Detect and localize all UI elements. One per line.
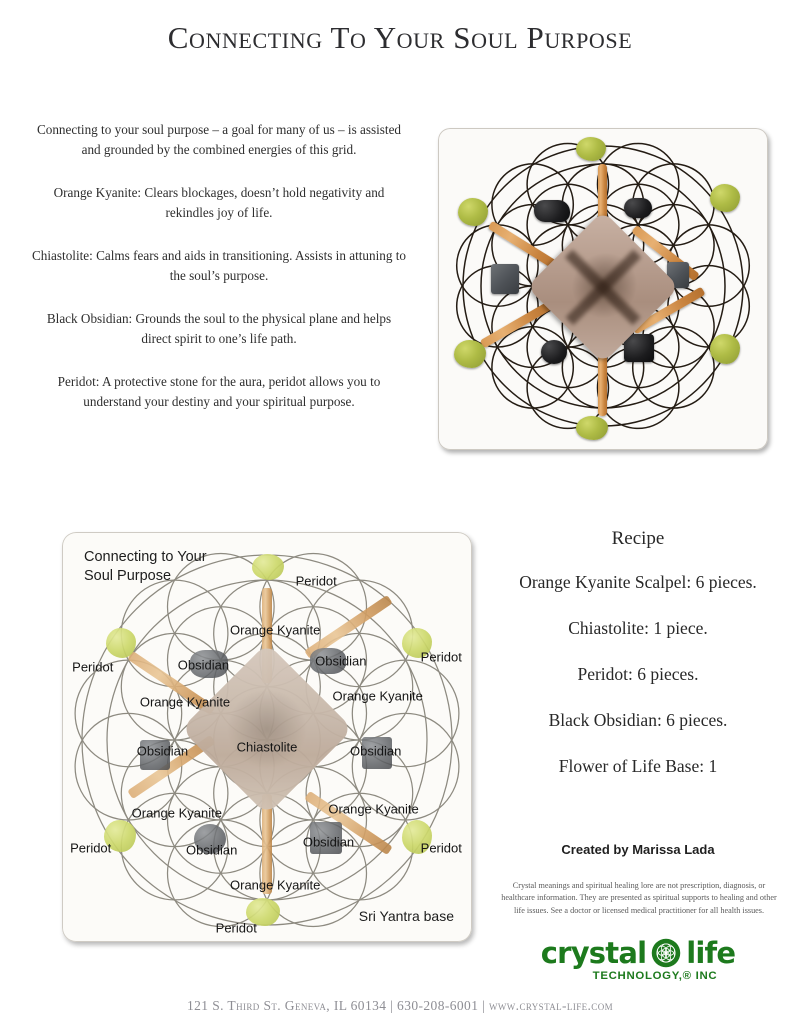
- diagram-label: Obsidian: [315, 653, 367, 669]
- black-obsidian-piece: [624, 334, 654, 362]
- peridot-piece: [458, 198, 488, 226]
- black-obsidian-piece: [194, 824, 226, 854]
- diagram-label: Peridot: [72, 659, 114, 675]
- peridot-piece: [246, 898, 280, 926]
- black-obsidian-piece: [534, 200, 570, 222]
- diagram-label: Obsidian: [302, 834, 355, 850]
- diagram-label: Orange Kyanite: [230, 622, 321, 638]
- legal-disclaimer: Crystal meanings and spiritual healing l…: [501, 881, 777, 915]
- intro-text-column: Connecting to your soul purpose – a goal…: [24, 120, 414, 413]
- footer-contact-line: 121 S. Third St. Geneva, IL 60134 | 630-…: [186, 998, 614, 1013]
- diagram-label: Orange Kyanite: [332, 688, 423, 704]
- black-obsidian-piece: [310, 648, 346, 674]
- diagram-tile: Connecting to Your Soul Purpose Sri Yant…: [62, 532, 472, 942]
- recipe-panel: Recipe Orange Kyanite Scalpel: 6 pieces.…: [488, 528, 788, 777]
- diagram-label: Peridot: [70, 840, 112, 856]
- peridot-piece: [402, 820, 432, 854]
- black-obsidian-piece: [491, 264, 519, 294]
- recipe-item-orange-kyanite: Orange Kyanite Scalpel: 6 pieces.: [519, 572, 757, 592]
- photo-tile: [438, 128, 768, 450]
- intro-paragraph-chiastolite: Chiastolite: Calms fears and aids in tra…: [32, 247, 406, 284]
- diagram-label: Orange Kyanite: [131, 805, 222, 821]
- page-title: Connecting To Your Soul Purpose: [167, 20, 633, 55]
- black-obsidian-piece: [362, 737, 392, 769]
- diagram-heading: Connecting to Your Soul Purpose: [84, 549, 207, 584]
- recipe-item-chiastolite: Chiastolite: 1 piece.: [568, 618, 708, 638]
- diagram-label: Obsidian: [349, 743, 402, 759]
- black-obsidian-piece: [541, 340, 567, 364]
- recipe-item-black-obsidian: Black Obsidian: 6 pieces.: [548, 710, 728, 730]
- labelled-grid-diagram: Connecting to Your Soul Purpose Sri Yant…: [58, 528, 483, 953]
- orange-kyanite-piece: [262, 794, 272, 894]
- black-obsidian-piece: [624, 198, 652, 218]
- diagram-label: Chiastolite: [236, 739, 298, 755]
- diagram-label: Obsidian: [136, 743, 189, 759]
- diagram-footnote: Sri Yantra base: [358, 908, 454, 924]
- diagram-label: Obsidian: [185, 842, 238, 858]
- intro-paragraph-peridot: Peridot: A protective stone for the aura…: [57, 373, 381, 410]
- black-obsidian-piece: [310, 822, 342, 854]
- intro-paragraph-black-obsidian: Black Obsidian: Grounds the soul to the …: [46, 310, 392, 347]
- peridot-piece: [710, 184, 740, 212]
- peridot-piece: [710, 334, 740, 364]
- peridot-piece: [576, 416, 608, 440]
- logo-wordmark-row: crystal life: [488, 938, 788, 968]
- logo-subtitle: TECHNOLOGY,® INC: [592, 970, 718, 982]
- diagram-label: Peridot: [420, 840, 462, 856]
- intro-paragraph-overview: Connecting to your soul purpose – a goal…: [36, 122, 402, 158]
- diagram-label: Orange Kyanite: [230, 877, 321, 893]
- diagram-label: Orange Kyanite: [139, 694, 231, 710]
- diagram-label: Peridot: [295, 573, 337, 589]
- diagram-label: Obsidian: [177, 657, 230, 673]
- diagram-label: Peridot: [420, 649, 462, 665]
- recipe-item-peridot: Peridot: 6 pieces.: [577, 664, 699, 684]
- intro-paragraph-orange-kyanite: Orange Kyanite: Clears blockages, doesn’…: [53, 184, 385, 221]
- peridot-piece: [454, 340, 486, 368]
- orange-kyanite-piece: [598, 330, 607, 416]
- orange-kyanite-piece: [262, 588, 272, 683]
- recipe-item-flower-of-life-base: Flower of Life Base: 1: [558, 756, 718, 776]
- crystal-life-logo[interactable]: crystal life TECHNOLOGY,® INC: [488, 938, 788, 994]
- black-obsidian-piece: [190, 650, 228, 678]
- peridot-piece: [106, 628, 136, 658]
- diagram-label: Peridot: [215, 920, 257, 936]
- crystal-grid-photo: [432, 124, 776, 458]
- black-obsidian-piece: [140, 740, 170, 770]
- peridot-piece: [576, 137, 606, 161]
- flower-of-life-icon: [651, 938, 681, 968]
- author-credit: Created by Marissa Lada: [561, 842, 715, 857]
- peridot-piece: [402, 628, 432, 658]
- recipe-title: Recipe: [611, 528, 665, 549]
- logo-word-crystal: crystal: [540, 935, 647, 970]
- diagram-label: Orange Kyanite: [328, 801, 419, 817]
- peridot-piece: [252, 554, 284, 580]
- orange-kyanite-piece: [598, 164, 607, 244]
- peridot-piece: [104, 820, 136, 852]
- logo-word-life: life: [686, 935, 736, 970]
